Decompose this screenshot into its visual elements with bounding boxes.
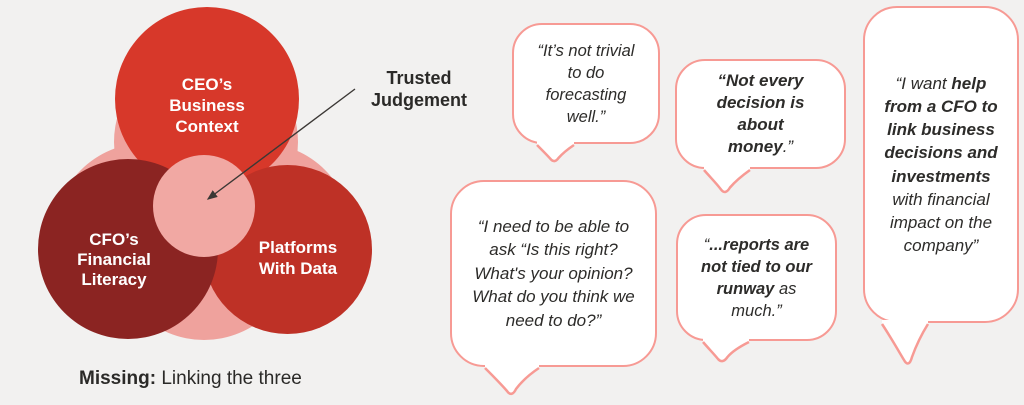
platforms-circle-label: Platforms With Data [258, 238, 338, 278]
quote-text: as much.” [731, 279, 797, 320]
quote-text: with financial impact on the company” [889, 189, 993, 256]
cfo-circle-label: CFO’s Financial Literacy [77, 230, 151, 289]
missing-caption-rest: Linking the three [156, 368, 302, 389]
quote-text: .” [782, 137, 794, 156]
quote-text: “I want [895, 73, 952, 93]
speech-bubble-tail [880, 319, 930, 365]
missing-caption: Missing: Linking the three [79, 368, 302, 390]
quote-text: “I need to be able to ask “Is this right… [472, 216, 635, 330]
speech-bubble-tail [484, 363, 540, 395]
speech-bubble-not-every-decision: “Not every decision is about money.” [675, 59, 846, 193]
trusted-judgement-label: Trusted Judgement [370, 68, 467, 110]
quote-text-bold: “Not every decision is about money [716, 71, 805, 156]
speech-bubble-tail [703, 165, 751, 193]
quote-text: “It’s not trivial to do forecasting well… [537, 41, 635, 126]
speech-bubble-tail [702, 337, 750, 362]
ceo-circle-label: CEO’s Business Context [169, 75, 245, 136]
speech-bubble-reports-runway: “...reports are not tied to our runway a… [676, 214, 837, 362]
speech-bubble-ask-questions: “I need to be able to ask “Is this right… [450, 180, 657, 395]
missing-caption-bold: Missing: [79, 368, 157, 389]
quote-text: “ [703, 235, 710, 254]
speech-bubble-forecasting: “It’s not trivial to do forecasting well… [512, 23, 660, 162]
speech-bubble-cfo-help: “I want help from a CFO to link business… [863, 6, 1019, 365]
quote-text-bold: help from a CFO to link business decisio… [884, 73, 998, 186]
quote-text-bold: ...reports are not tied to our runway [701, 235, 812, 298]
speech-bubble-tail [536, 140, 575, 162]
